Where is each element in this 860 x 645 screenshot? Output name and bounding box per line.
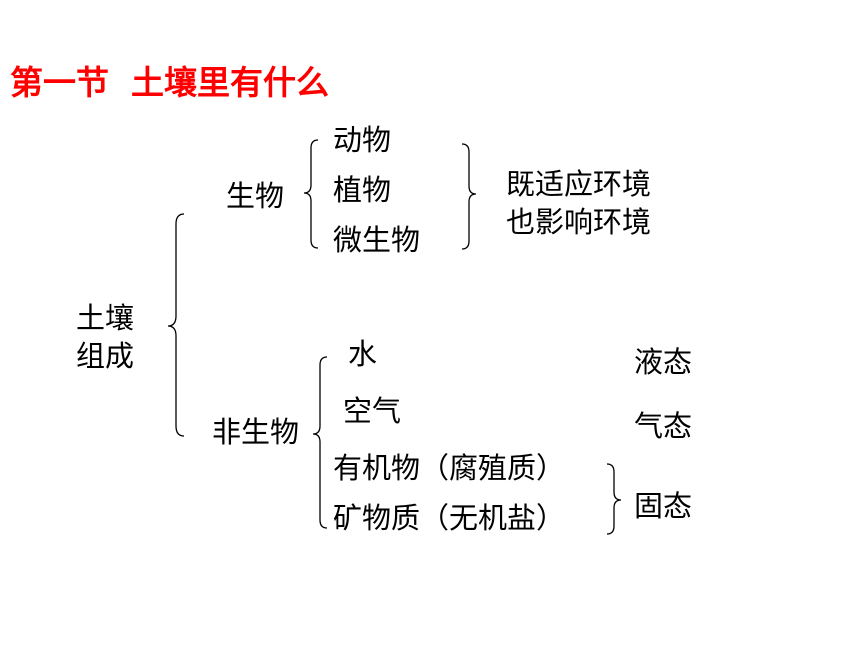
nonliving-item-organic: 有机物（腐殖质） [333,451,566,485]
solid-brace [606,463,622,535]
nonliving-label: 非生物 [212,415,300,449]
nonliving-item-water: 水 [348,337,378,371]
living-note-line2: 也影响环境 [506,205,652,239]
living-brace [303,139,319,249]
root-label-line2: 组成 [76,339,135,373]
living-note-brace [461,143,477,250]
living-note-line1: 既适应环境 [506,167,652,201]
living-item-animals: 动物 [333,123,392,157]
state-gas: 气态 [634,409,693,443]
root-brace [167,213,185,437]
slide-title: 第一节土壤里有什么 [10,56,329,104]
nonliving-brace [312,356,328,529]
living-item-microbes: 微生物 [333,223,421,257]
living-item-plants: 植物 [333,173,392,207]
state-solid: 固态 [634,489,693,523]
nonliving-item-air: 空气 [343,394,402,428]
root-label-line1: 土壤 [76,301,135,335]
living-label: 生物 [226,179,285,213]
nonliving-item-minerals: 矿物质（无机盐） [333,501,566,535]
state-liquid: 液态 [634,345,693,379]
title-chapter: 第一节 [10,63,109,102]
title-topic: 土壤里有什么 [131,63,329,102]
